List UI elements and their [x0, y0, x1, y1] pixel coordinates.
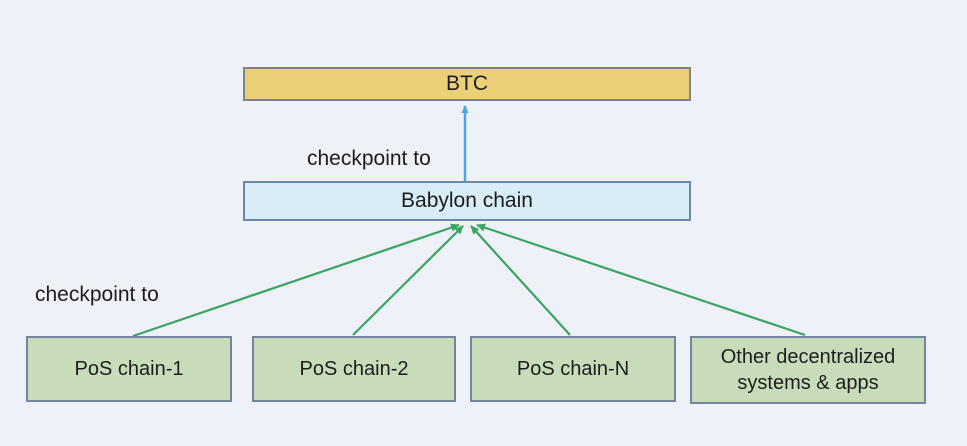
node-other-decentralized-line1: Other decentralized — [720, 346, 896, 368]
node-pos-chain-n: PoS chain-N — [470, 336, 676, 402]
node-babylon-chain-label: Babylon chain — [401, 189, 533, 212]
node-pos-chain-2-label: PoS chain-2 — [299, 357, 409, 380]
node-other-decentralized-line2: systems & apps — [737, 372, 879, 394]
arrow-pos1-to-babylon — [132, 223, 460, 338]
node-btc-label: BTC — [446, 72, 488, 95]
arrow-posn-to-babylon — [470, 225, 571, 336]
checkpoint-to-label-top: checkpoint to — [307, 147, 431, 170]
node-babylon-chain: Babylon chain — [243, 181, 691, 221]
node-pos-chain-1: PoS chain-1 — [26, 336, 232, 402]
node-btc: BTC — [243, 67, 691, 101]
node-pos-chain-1-label: PoS chain-1 — [74, 357, 184, 380]
node-pos-chain-n-label: PoS chain-N — [516, 357, 630, 380]
checkpoint-to-label-bottom: checkpoint to — [35, 283, 159, 306]
arrow-other-to-babylon — [476, 223, 806, 337]
node-pos-chain-2: PoS chain-2 — [252, 336, 456, 402]
node-other-decentralized: Other decentralized systems & apps — [690, 336, 926, 404]
arrow-pos2-to-babylon — [352, 225, 464, 336]
